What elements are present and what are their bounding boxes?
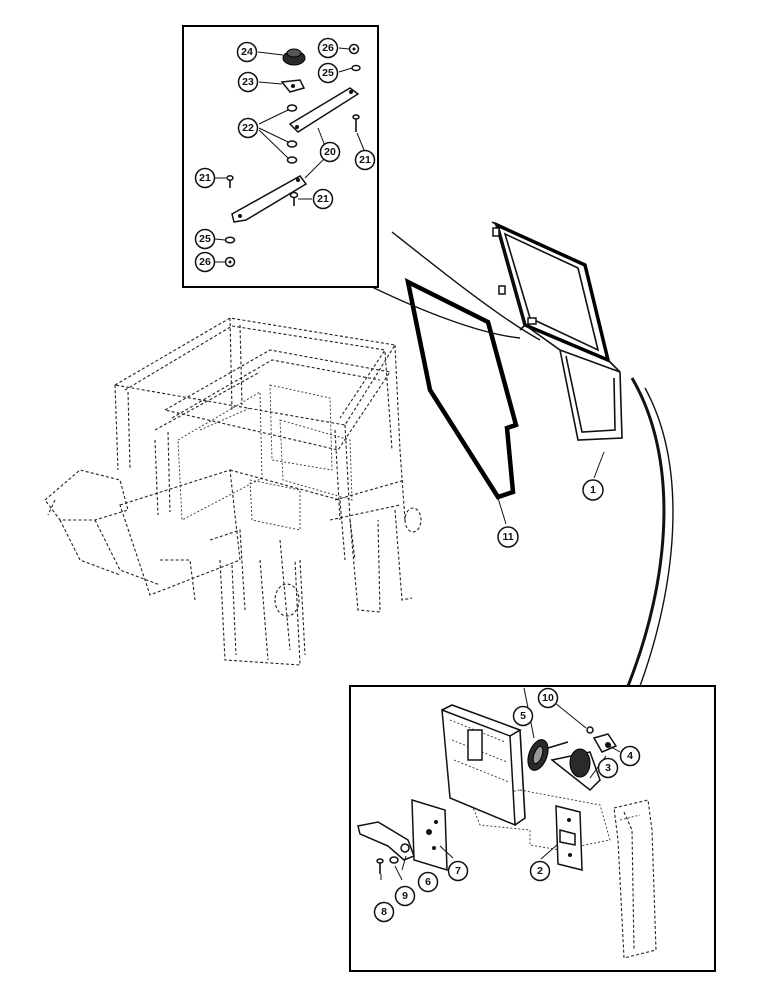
callout-5: 5 xyxy=(512,705,534,727)
svg-text:21: 21 xyxy=(199,172,211,184)
callout-6: 6 xyxy=(417,871,439,893)
callout-11: 11 xyxy=(497,526,519,548)
svg-text:21: 21 xyxy=(359,154,371,166)
callout-1: 1 xyxy=(582,479,604,501)
callout-22: 22 xyxy=(237,117,259,139)
callout-10: 10 xyxy=(537,687,559,709)
callout-4: 4 xyxy=(619,745,641,767)
svg-text:21: 21 xyxy=(317,193,329,205)
svg-text:10: 10 xyxy=(542,692,554,704)
callout-21: 21 xyxy=(354,149,376,171)
callout-20: 20 xyxy=(319,141,341,163)
callout-25: 25 xyxy=(317,62,339,84)
callout-26: 26 xyxy=(317,37,339,59)
callout-26: 26 xyxy=(194,251,216,273)
leader-1 xyxy=(593,451,605,479)
svg-text:8: 8 xyxy=(381,906,387,918)
svg-text:24: 24 xyxy=(241,46,253,58)
svg-text:4: 4 xyxy=(627,750,633,762)
latch-inset-box xyxy=(349,685,716,972)
svg-text:26: 26 xyxy=(199,256,211,268)
leader-11 xyxy=(497,497,507,525)
callout-23: 23 xyxy=(237,71,259,93)
linkage-inset-box xyxy=(182,25,379,288)
callout-24: 24 xyxy=(236,41,258,63)
svg-text:25: 25 xyxy=(322,67,334,79)
latch-inset-parts xyxy=(357,704,657,959)
svg-text:1: 1 xyxy=(590,484,596,496)
svg-text:7: 7 xyxy=(455,865,461,877)
svg-text:5: 5 xyxy=(520,710,526,722)
callout-9: 9 xyxy=(394,885,416,907)
linkage-inset-leaders xyxy=(214,47,365,263)
window-seal xyxy=(404,277,519,500)
door-assembly xyxy=(491,221,623,441)
svg-text:26: 26 xyxy=(322,42,334,54)
cab-outline xyxy=(44,317,422,666)
latch-inset-leaders xyxy=(380,687,621,881)
linkage-inset-parts xyxy=(224,43,361,268)
svg-text:22: 22 xyxy=(242,122,254,134)
callout-7: 7 xyxy=(447,860,469,882)
inset-connector-lines xyxy=(369,231,674,687)
callout-21: 21 xyxy=(312,188,334,210)
svg-text:2: 2 xyxy=(537,865,543,877)
callout-8: 8 xyxy=(373,901,395,923)
callout-2: 2 xyxy=(529,860,551,882)
svg-text:9: 9 xyxy=(402,890,408,902)
callout-25: 25 xyxy=(194,228,216,250)
callout-21: 21 xyxy=(194,167,216,189)
callout-3: 3 xyxy=(597,757,619,779)
svg-text:25: 25 xyxy=(199,233,211,245)
svg-text:23: 23 xyxy=(242,76,254,88)
svg-text:6: 6 xyxy=(425,876,431,888)
svg-text:3: 3 xyxy=(605,762,611,774)
svg-text:20: 20 xyxy=(324,146,336,158)
svg-text:11: 11 xyxy=(502,531,513,543)
